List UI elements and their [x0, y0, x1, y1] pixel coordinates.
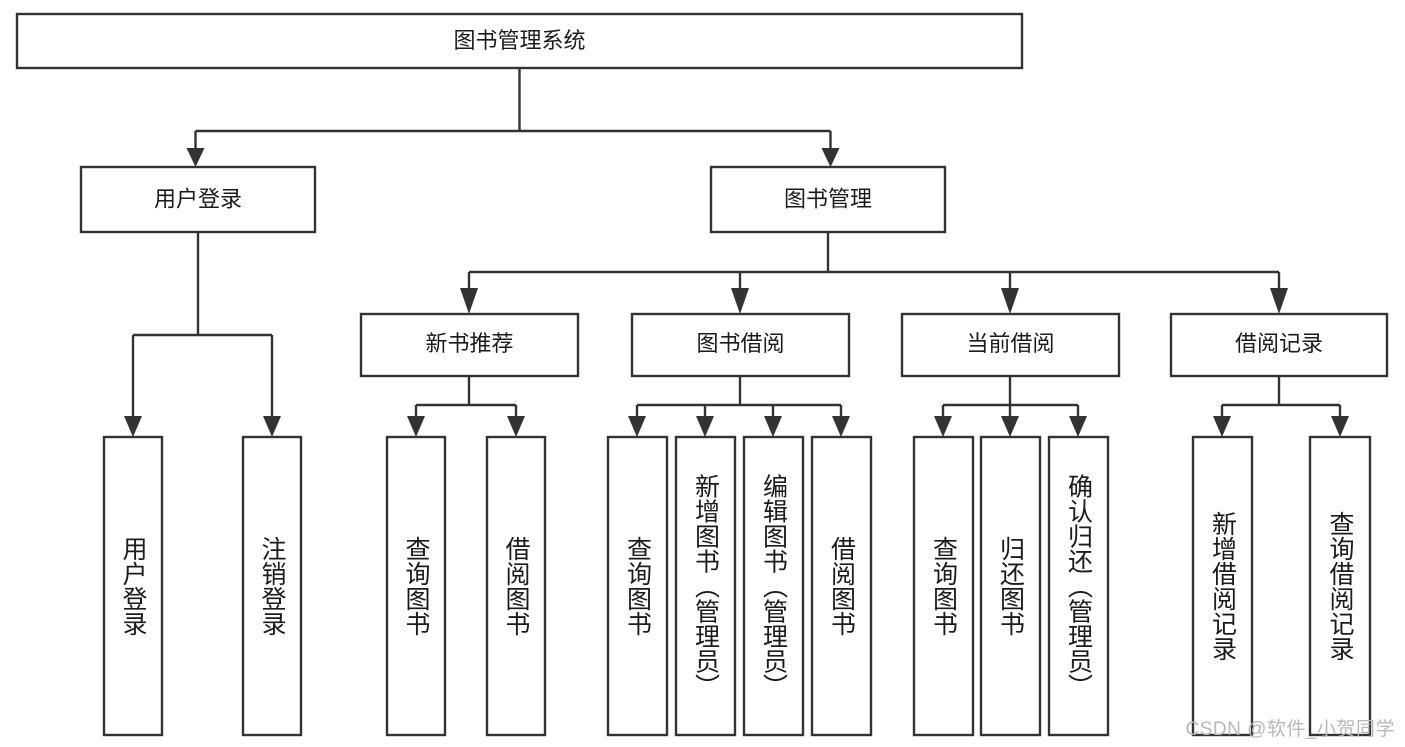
book-management-box[interactable]	[709, 165, 947, 234]
leaf-label-vertical: 借阅图书	[502, 536, 531, 636]
leaf-node-borrow-book-newbook[interactable]: 借阅图书	[485, 435, 547, 737]
leaf-label-vertical: 查询图书	[402, 536, 431, 636]
node-root[interactable]: 图书管理系统	[15, 12, 1024, 70]
node-new-book-recommend[interactable]: 新书推荐	[359, 312, 580, 378]
leaf-node-edit-book-admin[interactable]: 编辑图书（管理员）	[742, 435, 805, 737]
leaf-node-return-book[interactable]: 归还图书	[979, 435, 1042, 737]
leaf-label-vertical: 归还图书	[997, 536, 1026, 636]
arrowhead-leaf-return-book	[1001, 416, 1019, 437]
current-borrow-label: 当前借阅	[966, 331, 1054, 356]
leaf-label-vertical: 编辑图书（管理员）	[760, 474, 789, 699]
arrowhead-leaf-query-book-1	[407, 416, 425, 437]
leaf-box[interactable]	[1047, 435, 1110, 737]
leaf-node-borrow-book-borrow[interactable]: 借阅图书	[810, 435, 873, 737]
arrowhead-to-borrow-record	[1270, 288, 1288, 314]
root-label: 图书管理系统	[453, 28, 585, 53]
leaf-label-vertical: 借阅图书	[828, 536, 857, 636]
leaf-label-vertical: 新增借阅记录	[1209, 511, 1238, 661]
edge-newbook-to-leaves	[414, 376, 518, 420]
node-user-login[interactable]: 用户登录	[79, 165, 317, 234]
new-book-recommend-box[interactable]	[359, 312, 580, 378]
borrow-record-box[interactable]	[1169, 312, 1389, 378]
leaf-node-confirm-return-admin[interactable]: 确认归还（管理员）	[1047, 435, 1110, 737]
leaf-box[interactable]	[810, 435, 873, 737]
leaf-node-add-borrow-record[interactable]: 新增借阅记录	[1191, 435, 1254, 737]
leaf-box[interactable]	[742, 435, 805, 737]
arrowhead-leaf-query-book-2	[628, 416, 646, 437]
leaf-box[interactable]	[102, 435, 164, 737]
leaf-box[interactable]	[1191, 435, 1254, 737]
arrowhead-leaf-add-book	[696, 416, 714, 437]
node-current-borrow[interactable]: 当前借阅	[900, 312, 1121, 378]
book-management-label: 图书管理	[784, 186, 872, 211]
leaf-node-query-book-current[interactable]: 查询图书	[912, 435, 975, 737]
leaf-box[interactable]	[979, 435, 1042, 737]
arrowhead-leaf-query-book-3	[934, 416, 952, 437]
node-book-management[interactable]: 图书管理	[709, 165, 947, 234]
arrowhead-leaf-edit-book	[764, 416, 782, 437]
arrowhead-to-user-login	[186, 148, 205, 167]
arrowhead-leaf-borrow-book-2	[832, 416, 850, 437]
leaf-label-vertical: 新增图书（管理员）	[692, 474, 721, 699]
leaf-node-user-login[interactable]: 用户登录	[102, 435, 164, 737]
leaf-node-logout[interactable]: 注销登录	[241, 435, 303, 737]
arrowhead-leaf-query-record	[1331, 416, 1349, 437]
book-borrow-box[interactable]	[630, 312, 851, 378]
connector-layer	[124, 68, 1349, 437]
edge-userlogin-to-leaves	[131, 232, 274, 420]
leaf-box[interactable]	[912, 435, 975, 737]
leaf-label-vertical: 查询图书	[624, 536, 653, 636]
borrow-record-label: 借阅记录	[1235, 331, 1323, 356]
leaf-box[interactable]	[1308, 435, 1372, 737]
edge-bookborrow-to-leaves	[635, 376, 843, 420]
leaf-node-query-book-newbook[interactable]: 查询图书	[385, 435, 447, 737]
leaf-box[interactable]	[485, 435, 547, 737]
node-borrow-record[interactable]: 借阅记录	[1169, 312, 1389, 378]
arrowhead-leaf-user-login	[124, 416, 142, 437]
leaf-box[interactable]	[606, 435, 669, 737]
edge-borrowrecord-to-leaves	[1220, 376, 1342, 420]
node-book-borrow[interactable]: 图书借阅	[630, 312, 851, 378]
leaf-box[interactable]	[241, 435, 303, 737]
user-login-box[interactable]	[79, 165, 317, 234]
arrowhead-to-new-book	[460, 288, 478, 314]
leaf-label-vertical: 用户登录	[119, 536, 148, 636]
arrowhead-leaf-add-record	[1213, 416, 1231, 437]
leaf-node-add-book-admin[interactable]: 新增图书（管理员）	[674, 435, 737, 737]
leaf-box[interactable]	[674, 435, 737, 737]
arrowhead-to-current-borrow	[1001, 288, 1019, 314]
edge-currentborrow-to-leaves	[941, 376, 1080, 420]
edge-bookmgmt-to-bus	[467, 232, 1281, 291]
leaf-label-vertical: 注销登录	[258, 536, 287, 636]
leaf-nodes-layer: 用户登录 注销登录 查询图书 借阅图书 查询图书 新增图书（管理员） 编辑图书（…	[102, 435, 1372, 737]
arrowhead-leaf-logout	[263, 416, 281, 437]
leaf-box[interactable]	[385, 435, 447, 737]
book-borrow-label: 图书借阅	[696, 331, 784, 356]
arrowhead-to-book-borrow	[731, 288, 749, 314]
current-borrow-box[interactable]	[900, 312, 1121, 378]
leaf-label-vertical: 查询借阅记录	[1326, 511, 1355, 661]
user-login-label: 用户登录	[154, 186, 242, 211]
arrowhead-leaf-borrow-book-1	[507, 416, 525, 437]
leaf-label-vertical: 确认归还（管理员）	[1065, 474, 1094, 699]
root-box[interactable]	[15, 12, 1024, 70]
arrowhead-leaf-confirm-return	[1069, 416, 1087, 437]
arrowhead-to-book-mgmt	[821, 148, 840, 167]
leaf-node-query-borrow-record[interactable]: 查询借阅记录	[1308, 435, 1372, 737]
new-book-recommend-label: 新书推荐	[425, 331, 513, 356]
leaf-label-vertical: 查询图书	[930, 536, 959, 636]
leaf-node-query-book-borrow[interactable]: 查询图书	[606, 435, 669, 737]
edge-root-to-bus	[194, 68, 832, 152]
